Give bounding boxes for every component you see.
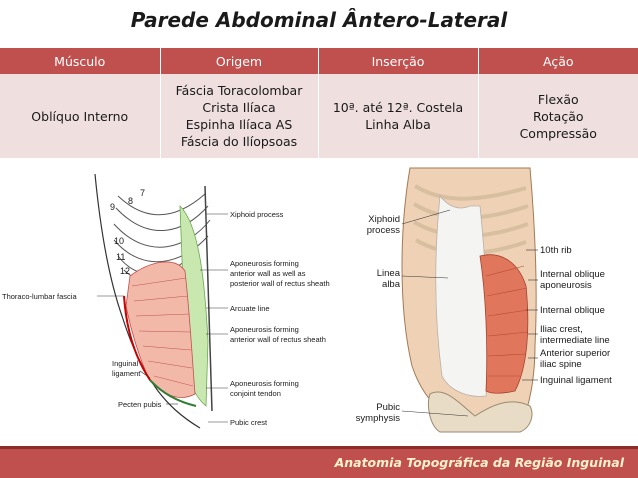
insercao-line: 10ª. até 12ª. Costela bbox=[332, 100, 464, 115]
muscle-fibres bbox=[131, 277, 194, 387]
label-asis: iliac spine bbox=[540, 359, 582, 370]
rib-number: 11 bbox=[116, 252, 125, 262]
label-aponeurosis-anterior: anterior wall of rectus sheath bbox=[230, 335, 326, 344]
cell-insercao: 10ª. até 12ª. Costela Linha Alba bbox=[318, 74, 479, 158]
linea-alba bbox=[204, 185, 213, 412]
insercao-line: Linha Alba bbox=[365, 117, 431, 132]
page-title: Parede Abdominal Ântero-Lateral bbox=[130, 8, 508, 32]
origem-line: Espinha Ilíaca AS bbox=[185, 117, 293, 132]
header-musculo: Músculo bbox=[0, 48, 161, 74]
label-thoracolumbar-fascia: Thoraco-lumbar fascia bbox=[2, 292, 77, 301]
label-aponeurosis-anterior: Aponeurosis forming bbox=[230, 325, 299, 334]
right-anatomy-illustration: Xiphoid process Linea alba Pubic symphys… bbox=[330, 166, 638, 436]
aponeurosis-sheet bbox=[435, 194, 489, 397]
label-io-aponeurosis: Internal oblique bbox=[540, 269, 605, 280]
header-insercao: Inserção bbox=[318, 48, 479, 74]
leader-lines-right bbox=[401, 209, 538, 417]
label-conjoint-tendon: conjoint tendon bbox=[230, 389, 281, 398]
thoracolumbar-fascia-line bbox=[123, 295, 151, 381]
internal-oblique-muscle-illus bbox=[479, 254, 529, 394]
label-asis: Anterior superior bbox=[540, 348, 610, 359]
body-outline bbox=[94, 173, 201, 429]
pelvis-bone bbox=[427, 391, 533, 433]
footer-bar: Anatomia Topográfica da Região Inguinal bbox=[0, 446, 638, 478]
rib-number: 7 bbox=[140, 188, 145, 198]
internal-oblique-muscle bbox=[125, 261, 196, 398]
origem-line: Fáscia do Ilíopsoas bbox=[180, 134, 298, 149]
muscle-striations bbox=[485, 265, 529, 377]
label-conjoint-tendon: Aponeurosis forming bbox=[230, 379, 299, 388]
table-row: Oblíquo Interno Fáscia Toracolombar Cris… bbox=[0, 74, 638, 158]
acao-line: Flexão bbox=[537, 91, 579, 107]
rib-number: 10 bbox=[114, 236, 124, 246]
cell-acao: Flexão Rotação Compressão bbox=[478, 74, 638, 158]
header-origem: Origem bbox=[160, 48, 319, 74]
label-aponeurosis-line: posterior wall of rectus sheath bbox=[230, 279, 330, 288]
label-pecten-pubis: Pecten pubis bbox=[118, 400, 162, 409]
label-pubic-symphysis: Pubic bbox=[376, 402, 400, 413]
muscle-table: Músculo Origem Inserção Ação Oblíquo Int… bbox=[0, 48, 638, 158]
origem-line: Fáscia Toracolombar bbox=[175, 83, 303, 98]
label-inguinal-ligament: Inguinal bbox=[112, 359, 139, 368]
label-inguinal-ligament-r: Inguinal ligament bbox=[540, 375, 612, 386]
inguinal-ligament-line bbox=[149, 379, 197, 407]
label-linea-alba: Linea bbox=[377, 268, 401, 279]
label-io-aponeurosis: aponeurosis bbox=[540, 280, 592, 291]
label-xiphoid-process: Xiphoid process bbox=[230, 210, 284, 219]
label-linea-alba: alba bbox=[382, 279, 401, 290]
label-internal-oblique: Internal oblique bbox=[540, 305, 605, 316]
left-diagram-svg: 7 8 9 10 11 12 Xiphoid process Aponeuros… bbox=[2, 173, 330, 429]
label-iliac-crest: Iliac crest, bbox=[540, 324, 583, 335]
label-iliac-crest: intermediate line bbox=[540, 335, 610, 346]
label-xiphoid: process bbox=[367, 225, 401, 236]
label-10th-rib: 10th rib bbox=[540, 245, 572, 256]
musculo-text: Oblíquo Interno bbox=[31, 108, 129, 124]
table-header-row: Músculo Origem Inserção Ação bbox=[0, 48, 638, 74]
origem-line: Crista Ilíaca bbox=[202, 100, 276, 115]
right-illustration-svg: Xiphoid process Linea alba Pubic symphys… bbox=[356, 167, 612, 433]
rib-number: 12 bbox=[120, 266, 130, 276]
label-aponeurosis-line: Aponeurosis forming bbox=[230, 259, 299, 268]
label-arcuate-line: Arcuate line bbox=[230, 304, 270, 313]
leader-lines bbox=[97, 213, 228, 423]
label-xiphoid: Xiphoid bbox=[368, 214, 400, 225]
label-pubic-crest: Pubic crest bbox=[230, 418, 268, 427]
left-anatomy-diagram: 7 8 9 10 11 12 Xiphoid process Aponeuros… bbox=[0, 166, 330, 436]
rib-number: 9 bbox=[110, 202, 115, 212]
cell-musculo: Oblíquo Interno bbox=[0, 74, 161, 158]
cell-origem: Fáscia Toracolombar Crista Ilíaca Espinh… bbox=[160, 74, 319, 158]
acao-line: Compressão bbox=[519, 125, 597, 141]
header-acao: Ação bbox=[478, 48, 638, 74]
label-aponeurosis-line: anterior wall as well as bbox=[230, 269, 306, 278]
acao-line: Rotação bbox=[532, 108, 584, 124]
footer-title: Anatomia Topográfica da Região Inguinal bbox=[334, 455, 624, 470]
rib-number: 8 bbox=[128, 196, 133, 206]
label-inguinal-ligament: ligament bbox=[112, 369, 141, 378]
label-pubic-symphysis: symphysis bbox=[356, 413, 401, 424]
